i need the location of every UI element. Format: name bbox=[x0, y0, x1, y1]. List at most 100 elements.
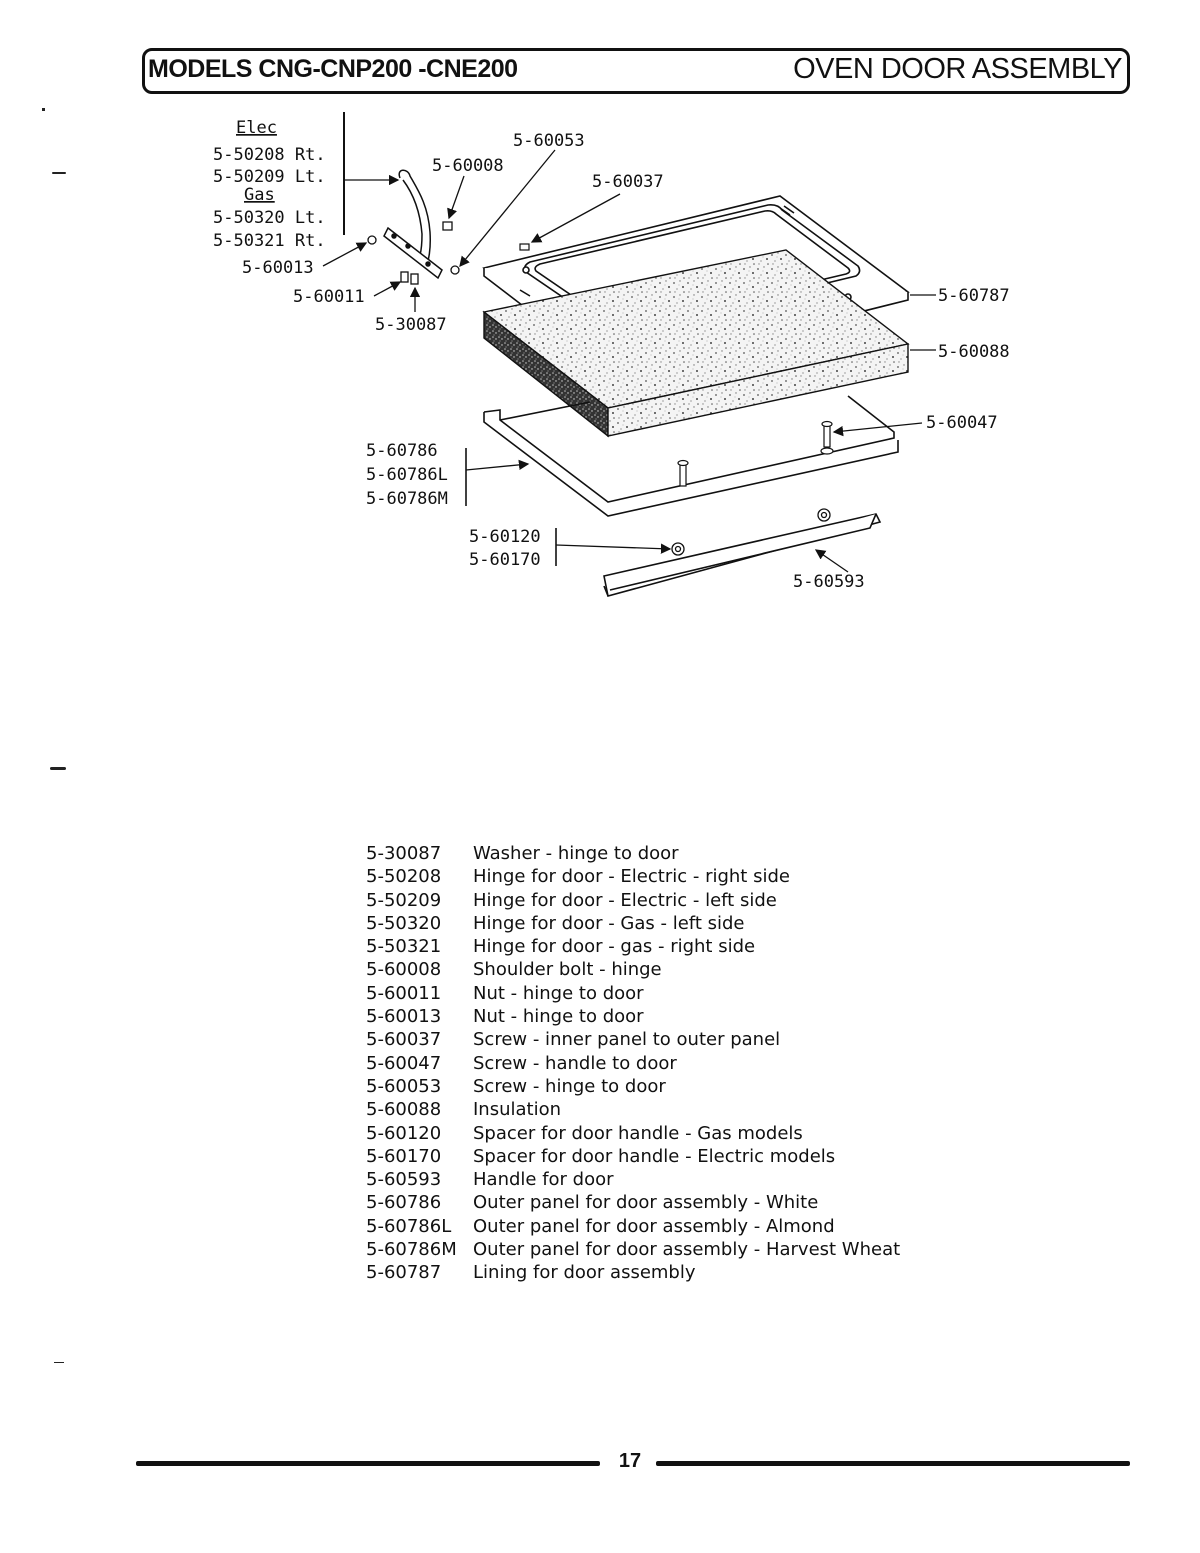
part-number: 5-60593 bbox=[366, 1169, 442, 1191]
hinge-drawing bbox=[383, 169, 443, 280]
elec-heading: Elec bbox=[236, 118, 277, 138]
leader-60008 bbox=[447, 175, 465, 220]
part-description: Outer panel for door assembly - White bbox=[473, 1192, 819, 1214]
part-number: 5-60053 bbox=[366, 1075, 442, 1097]
part-number: 5-60011 bbox=[366, 982, 442, 1004]
part-number: 5-60120 bbox=[366, 1122, 442, 1144]
footer-rule-left bbox=[136, 1461, 600, 1466]
part-description: Hinge for door - gas - right side bbox=[473, 936, 756, 958]
label-60786L: 5-60786L bbox=[366, 465, 448, 485]
parts-row: 5-60053 Screw - hinge to door bbox=[366, 1075, 900, 1098]
part-description: Hinge for door - Gas - left side bbox=[473, 912, 745, 934]
part-description: Spacer for door handle - Gas models bbox=[473, 1122, 803, 1144]
part-number: 5-50321 bbox=[366, 936, 442, 958]
part-description: Spacer for door handle - Electric models bbox=[473, 1145, 836, 1167]
part-description: Nut - hinge to door bbox=[473, 982, 644, 1004]
parts-row: 5-60008 Shoulder bolt - hinge bbox=[366, 958, 900, 981]
label-60120: 5-60120 bbox=[469, 527, 541, 547]
label-60013: 5-60013 bbox=[242, 258, 314, 278]
parts-row: 5-50320 Hinge for door - Gas - left side bbox=[366, 912, 900, 935]
parts-row: 5-50321 Hinge for door - gas - right side bbox=[366, 935, 900, 958]
parts-row: 5-60170 Spacer for door handle - Electric… bbox=[366, 1145, 900, 1168]
parts-row: 5-50209 Hinge for door - Electric - left … bbox=[366, 889, 900, 912]
parts-row: 5-50208 Hinge for door - Electric - right… bbox=[366, 865, 900, 888]
part-number: 5-30087 bbox=[366, 843, 442, 864]
label-60787: 5-60787 bbox=[938, 286, 1010, 306]
parts-row: 5-60037 Screw - inner panel to outer pane… bbox=[366, 1028, 900, 1051]
label-50321: 5-50321 Rt. bbox=[213, 231, 326, 251]
part-description: Outer panel for door assembly - Harvest … bbox=[473, 1239, 901, 1261]
leader-60013 bbox=[322, 242, 368, 267]
parts-row: 5-30087 Washer - hinge to door bbox=[366, 842, 900, 865]
part-number: 5-60786M bbox=[366, 1239, 457, 1261]
parts-row: 5-60011 Nut - hinge to door bbox=[366, 982, 900, 1005]
label-60593: 5-60593 bbox=[793, 572, 865, 592]
gas-heading: Gas bbox=[244, 185, 275, 205]
leader-60037 bbox=[530, 193, 621, 243]
label-60008: 5-60008 bbox=[432, 156, 504, 176]
label-60047: 5-60047 bbox=[926, 413, 998, 433]
label-60088: 5-60088 bbox=[938, 342, 1010, 362]
label-60037: 5-60037 bbox=[592, 172, 664, 192]
leader-60047 bbox=[832, 422, 923, 437]
label-60053: 5-60053 bbox=[513, 131, 585, 151]
scan-mark bbox=[50, 767, 66, 770]
screws-60047 bbox=[677, 420, 834, 487]
part-number: 5-60170 bbox=[366, 1145, 442, 1167]
part-description: Insulation bbox=[473, 1099, 562, 1121]
spacers-60120 bbox=[671, 508, 831, 556]
models-title: MODELS CNG-CNP200 -CNE200 bbox=[148, 55, 518, 83]
part-description: Screw - handle to door bbox=[473, 1052, 677, 1074]
part-description: Outer panel for door assembly - Almond bbox=[473, 1215, 835, 1237]
scan-mark bbox=[54, 1362, 64, 1363]
part-number: 5-60008 bbox=[366, 959, 442, 981]
part-number: 5-60786 bbox=[366, 1192, 442, 1214]
part-number: 5-60013 bbox=[366, 1006, 442, 1028]
label-60786: 5-60786 bbox=[366, 441, 438, 461]
part-description: Hinge for door - Electric - left side bbox=[473, 889, 777, 911]
part-number: 5-60037 bbox=[366, 1029, 442, 1051]
part-description: Screw - inner panel to outer panel bbox=[473, 1029, 781, 1051]
parts-row: 5-60120 Spacer for door handle - Gas mode… bbox=[366, 1122, 900, 1145]
part-description: Handle for door bbox=[473, 1169, 614, 1191]
leader-60053 bbox=[459, 149, 556, 268]
leader-60593 bbox=[814, 549, 849, 573]
insulation-block bbox=[482, 249, 910, 438]
leader-60786 bbox=[465, 459, 530, 471]
label-50209: 5-50209 Lt. bbox=[213, 167, 326, 187]
parts-row: 5-60013 Nut - hinge to door bbox=[366, 1005, 900, 1028]
part-number: 5-50208 bbox=[366, 866, 442, 888]
part-number: 5-50209 bbox=[366, 889, 442, 911]
part-number: 5-50320 bbox=[366, 912, 442, 934]
part-number: 5-60047 bbox=[366, 1052, 442, 1074]
part-description: Hinge for door - Electric - right side bbox=[473, 866, 790, 888]
parts-row: 5-60593 Handle for door bbox=[366, 1168, 900, 1191]
section-title: OVEN DOOR ASSEMBLY bbox=[793, 53, 1122, 85]
parts-row: 5-60786L Outer panel for door assembly - … bbox=[366, 1215, 900, 1238]
part-description: Washer - hinge to door bbox=[473, 843, 679, 864]
header-frame bbox=[142, 48, 1130, 94]
part-description: Lining for door assembly bbox=[473, 1262, 696, 1284]
door-handle bbox=[603, 513, 882, 597]
exploded-diagram: Elec 5-50208 Rt. 5-50209 Lt. Gas 5-50320… bbox=[213, 112, 1010, 597]
parts-row: 5-60047 Screw - handle to door bbox=[366, 1052, 900, 1075]
label-50208: 5-50208 Rt. bbox=[213, 145, 326, 165]
outer-panel bbox=[483, 395, 899, 517]
label-60170: 5-60170 bbox=[469, 550, 541, 570]
leader-60011 bbox=[373, 281, 402, 297]
label-60786M: 5-60786M bbox=[366, 489, 448, 509]
parts-row: 5-60786 Outer panel for door assembly - W… bbox=[366, 1191, 900, 1214]
scan-mark bbox=[42, 108, 45, 111]
scan-mark bbox=[52, 172, 66, 174]
leader-60120 bbox=[555, 543, 672, 554]
part-description: Shoulder bolt - hinge bbox=[473, 959, 662, 981]
part-number: 5-60088 bbox=[366, 1099, 442, 1121]
label-50320: 5-50320 Lt. bbox=[213, 208, 326, 228]
part-description: Screw - hinge to door bbox=[473, 1075, 666, 1097]
parts-row: 5-60786M Outer panel for door assembly - … bbox=[366, 1238, 900, 1261]
part-description: Nut - hinge to door bbox=[473, 1006, 644, 1028]
label-30087: 5-30087 bbox=[375, 315, 447, 335]
part-number: 5-60786L bbox=[366, 1215, 452, 1237]
